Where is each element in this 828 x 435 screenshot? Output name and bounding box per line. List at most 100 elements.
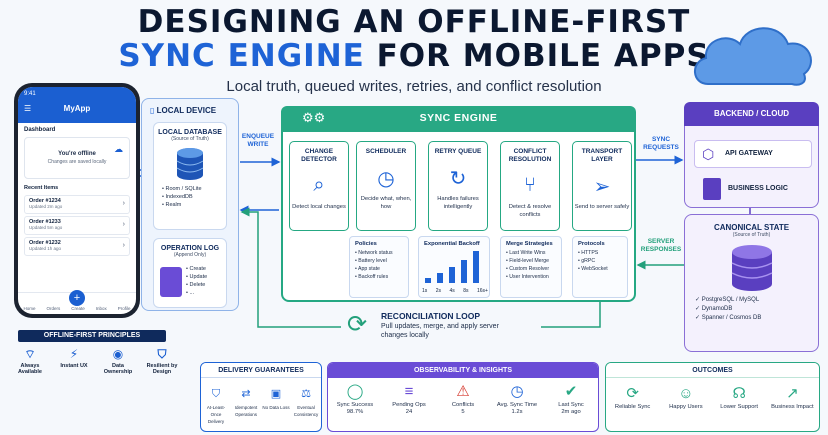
- list-item: Last Write Wins: [506, 249, 561, 257]
- wifi-icon: ⌔: [24, 347, 36, 361]
- phone-icon: ▯: [150, 106, 155, 115]
- business-logic-card: BUSINESS LOGIC: [694, 178, 812, 202]
- phone-time: 9:41: [24, 91, 36, 97]
- chevron-right-icon: ›: [122, 200, 125, 207]
- stage-desc: Detect local changes: [292, 204, 346, 210]
- merge-list: Last Write Wins Field-level Merge Custom…: [501, 249, 561, 281]
- local-database-card: LOCAL DATABASE (Source of Truth) • Room …: [153, 122, 227, 230]
- local-device-title: ▯ LOCAL DEVICE: [150, 106, 216, 115]
- list-item: Field-level Merge: [506, 257, 561, 265]
- hamburger-icon[interactable]: ☰: [24, 104, 32, 113]
- local-db-list: • Room / SQLite • IndexedDB • Realm: [162, 185, 226, 209]
- plus-icon[interactable]: +: [69, 290, 85, 306]
- repeat-icon: ⇄: [241, 388, 251, 400]
- kpi-value: 98.7%: [346, 409, 364, 415]
- kpi-value: 5: [461, 409, 465, 415]
- stage-change-detector: CHANGE DETECTOR ⌕ Detect local changes: [289, 141, 349, 231]
- delivery-item: ⚖Eventual Consistency: [292, 384, 320, 425]
- reconciliation-title: RECONCILIATION LOOP: [381, 311, 481, 321]
- refresh-icon: ⟳: [626, 385, 639, 402]
- delivery-label: Idempotent Operations: [234, 405, 258, 417]
- order-updated: Updated 2m ago: [29, 204, 63, 209]
- backoff-label: 16s+: [477, 288, 488, 294]
- server-responses-label: SERVER RESPONSES: [640, 238, 682, 253]
- page-title-line2: SYNC ENGINE FOR MOBILE APPS: [0, 38, 828, 74]
- stage-transport-layer: TRANSPORT LAYER ➢ Send to server safely: [572, 141, 632, 231]
- tab-home[interactable]: Home: [23, 306, 36, 311]
- sync-requests-label: SYNC REQUESTS: [643, 136, 679, 151]
- trend-up-icon: ↗: [786, 385, 799, 402]
- outcome-item: ⟳Reliable Sync: [609, 384, 657, 411]
- kpi-label: Avg. Sync Time: [496, 402, 538, 408]
- outcome-label: Business Impact: [771, 404, 814, 410]
- operation-log-card: OPERATION LOG (Append Only) • Create • U…: [153, 238, 227, 308]
- stack-icon: ≡: [404, 383, 414, 400]
- kpi-label: Conflicts: [451, 402, 475, 408]
- stage-name: CONFLICT RESOLUTION: [508, 148, 552, 163]
- cloud-icon: [694, 27, 812, 86]
- list-item: Backoff rules: [355, 273, 408, 281]
- tab-inbox[interactable]: Inbox: [95, 306, 107, 311]
- person-icon: ◉: [112, 347, 124, 361]
- offline-title: You're offline: [58, 151, 96, 157]
- database-icon: [731, 245, 772, 291]
- backoff-labels: 1s 2s 4s 8s 16s+: [422, 288, 488, 294]
- offline-card: ☁ You're offline Changes are saved local…: [24, 137, 130, 179]
- list-item: • Realm: [162, 202, 182, 208]
- list-item: Custom Resolver: [506, 265, 561, 273]
- phone-tab-bar: Home Orders Create Inbox Profile +: [18, 290, 136, 314]
- backoff-label: 8s: [463, 288, 469, 294]
- stage-scheduler: SCHEDULER ◷ Decide what, when, how: [356, 141, 416, 231]
- observability-title: OBSERVABILITY & INSIGHTS: [328, 363, 598, 378]
- outcomes-panel: OUTCOMES ⟳Reliable Sync ☺Happy Users ☊Lo…: [605, 362, 820, 432]
- canon-item: PostgreSQL / MySQL: [701, 297, 760, 303]
- principle-item: ⌔Always Available: [10, 347, 50, 375]
- stage-name: SCHEDULER: [365, 148, 407, 155]
- list-item[interactable]: Order #1234 Updated 2m ago ›: [24, 195, 130, 214]
- kpi-value: 1.2s: [511, 409, 523, 415]
- protocols-list: HTTPS gRPC WebSocket: [573, 249, 627, 273]
- database-icon: [176, 148, 204, 180]
- order-name: Order #1233: [29, 219, 61, 225]
- tab-orders[interactable]: Orders: [46, 306, 61, 311]
- sync-cycle-icon: ⟳: [347, 311, 368, 338]
- oplog-subtitle: (Append Only): [173, 252, 207, 258]
- page-subtitle: Local truth, queued writes, retries, and…: [226, 78, 602, 95]
- stage-conflict-resolution: CONFLICT RESOLUTION ⑂ Detect & resolve c…: [500, 141, 560, 231]
- sync-engine-title: SYNC ENGINE: [419, 112, 498, 124]
- warning-icon: ⚠: [456, 383, 470, 400]
- stage-desc: Detect & resolve conflicts: [508, 204, 552, 218]
- document-icon: [160, 267, 182, 297]
- backoff-label: 2s: [435, 288, 442, 294]
- outcome-label: Happy Users: [669, 404, 703, 410]
- principle-label: Data Ownership: [103, 363, 133, 375]
- order-updated: Updated 1h ago: [29, 246, 62, 251]
- db-item: IndexedDB: [165, 194, 193, 200]
- lightning-icon: ⚡: [69, 347, 79, 361]
- outcome-item: ☺Happy Users: [662, 384, 710, 411]
- backoff-bar: [449, 267, 455, 283]
- lock-icon: ▣: [270, 388, 282, 400]
- tab-create[interactable]: Create: [71, 306, 85, 311]
- delivery-list: ⛉At-Least-Once Delivery ⇄Idempotent Oper…: [201, 384, 321, 425]
- backend-title: BACKEND / CLOUD: [684, 102, 819, 126]
- delivery-item: ⇄ Idempotent Operations: [232, 384, 260, 425]
- list-item[interactable]: Order #1232 Updated 1h ago ›: [24, 237, 130, 256]
- canon-item: Spanner / Cosmos DB: [701, 315, 762, 321]
- local-db-subtitle: (Source of Truth): [171, 136, 209, 142]
- tab-profile[interactable]: Profile: [117, 306, 131, 311]
- stage-name: CHANGE DETECTOR: [301, 148, 337, 163]
- gear-icon: ⚙⚙: [302, 110, 326, 125]
- list-item: User Intervention: [506, 273, 561, 281]
- title-rest: FOR MOBILE APPS: [376, 38, 710, 74]
- backoff-bar: [437, 273, 443, 283]
- refresh-icon: ↻: [449, 168, 467, 190]
- clock-icon: ◷: [510, 383, 524, 400]
- list-item: ✓ PostgreSQL / MySQL: [695, 297, 760, 303]
- list-item[interactable]: Order #1233 Updated 5m ago ›: [24, 216, 130, 235]
- check-shield-icon: ⛉: [211, 388, 221, 400]
- headset-icon: ☊: [732, 385, 746, 402]
- principle-item: ⛉Resilient by Design: [142, 347, 182, 375]
